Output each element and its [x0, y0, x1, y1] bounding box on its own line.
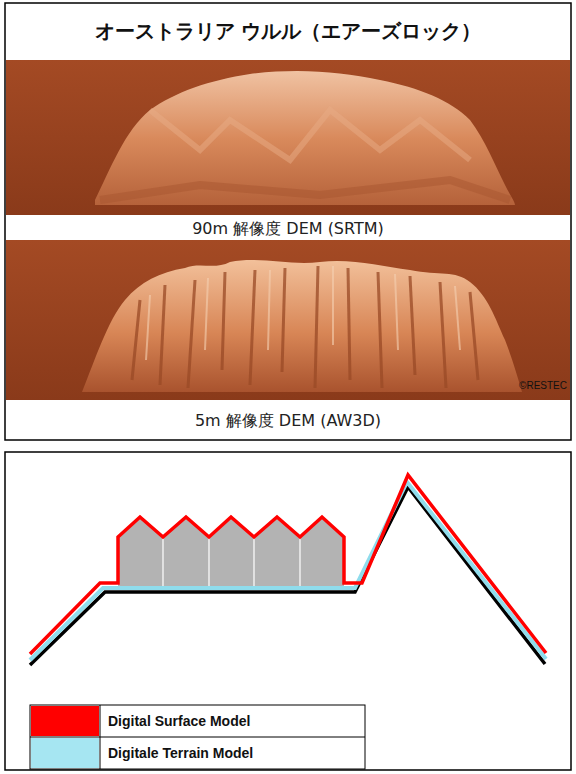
rock-highlights	[146, 266, 460, 360]
legend-rule	[100, 705, 101, 769]
image-caption: 90m 解像度 DEM (SRTM)	[192, 220, 384, 238]
legend-swatch	[31, 706, 99, 736]
panel-frame	[5, 3, 571, 440]
building-dividers	[163, 537, 300, 590]
rock-gullies	[132, 266, 478, 388]
dtm-line	[30, 482, 546, 660]
rock-shape	[82, 260, 522, 392]
rock-shading	[100, 180, 510, 200]
legend-table	[30, 705, 365, 769]
legend-text: Digitale Terrain Model	[108, 745, 253, 761]
dtm-line	[30, 487, 545, 665]
dem-image	[6, 240, 570, 400]
image-caption: 5m 解像度 DEM (AW3D)	[195, 412, 381, 430]
panel-title: オーストラリア ウルル（エアーズロック）	[95, 20, 482, 43]
panel-frame	[5, 452, 571, 770]
dsm-line	[30, 475, 546, 654]
rock-shape	[95, 71, 515, 205]
legend-swatch	[31, 738, 99, 768]
dem-image	[6, 60, 570, 215]
watermark: ©RESTEC	[519, 380, 567, 392]
legend-text: Digital Surface Model	[108, 713, 250, 729]
rock-shading	[150, 110, 470, 160]
